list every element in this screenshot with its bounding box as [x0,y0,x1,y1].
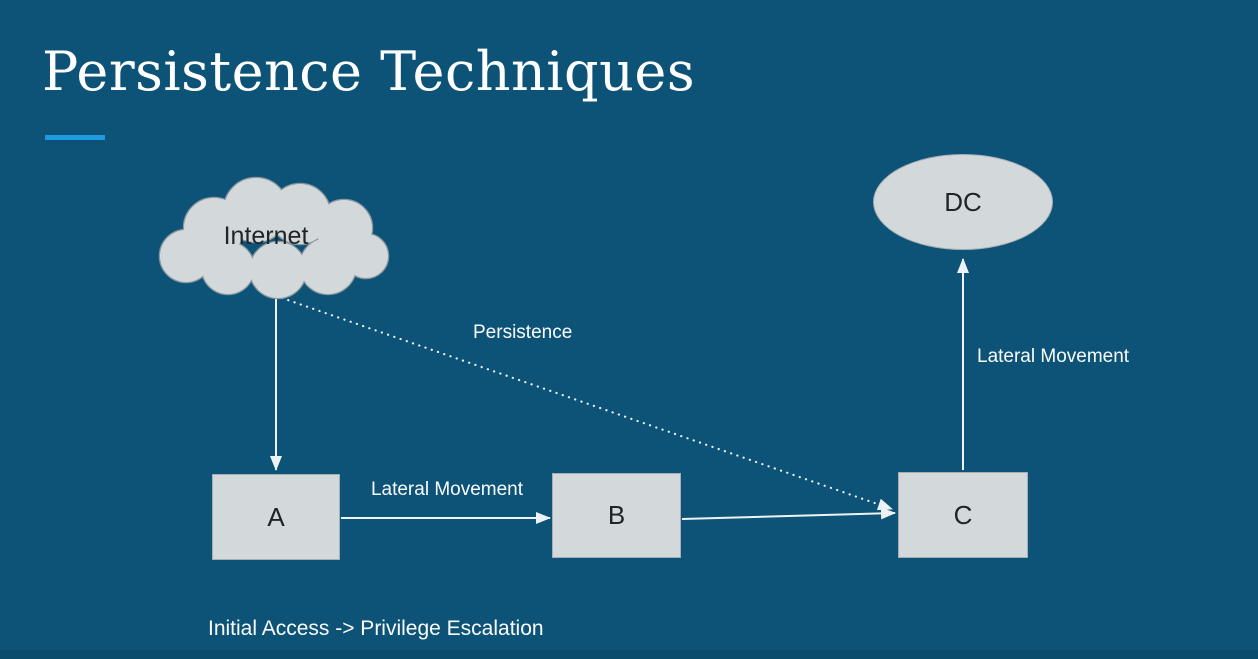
internet-cloud-shape: Internet [148,170,398,300]
edge-b-to-c [681,507,896,520]
node-a: A [212,474,340,560]
node-c: C [898,472,1028,558]
edge-label-lateral-movement-c-dc: Lateral Movement [977,346,1130,367]
slide-caption: Initial Access -> Privilege Escalation [208,617,544,640]
edge-label-lateral-movement-a-b: Lateral Movement [370,479,524,500]
internet-node-label: Internet [223,221,309,250]
node-dc: DC [873,154,1053,250]
edge-label-persistence: Persistence [473,322,573,343]
node-c-label: C [953,499,973,530]
node-b: B [552,473,681,558]
node-a-label: A [267,501,285,532]
node-b-label: B [607,500,626,530]
slide-title: Persistence Techniques [42,40,696,103]
footer-bar [0,650,1258,659]
title-accent-underline [45,135,105,140]
node-dc-label: DC [944,186,982,217]
